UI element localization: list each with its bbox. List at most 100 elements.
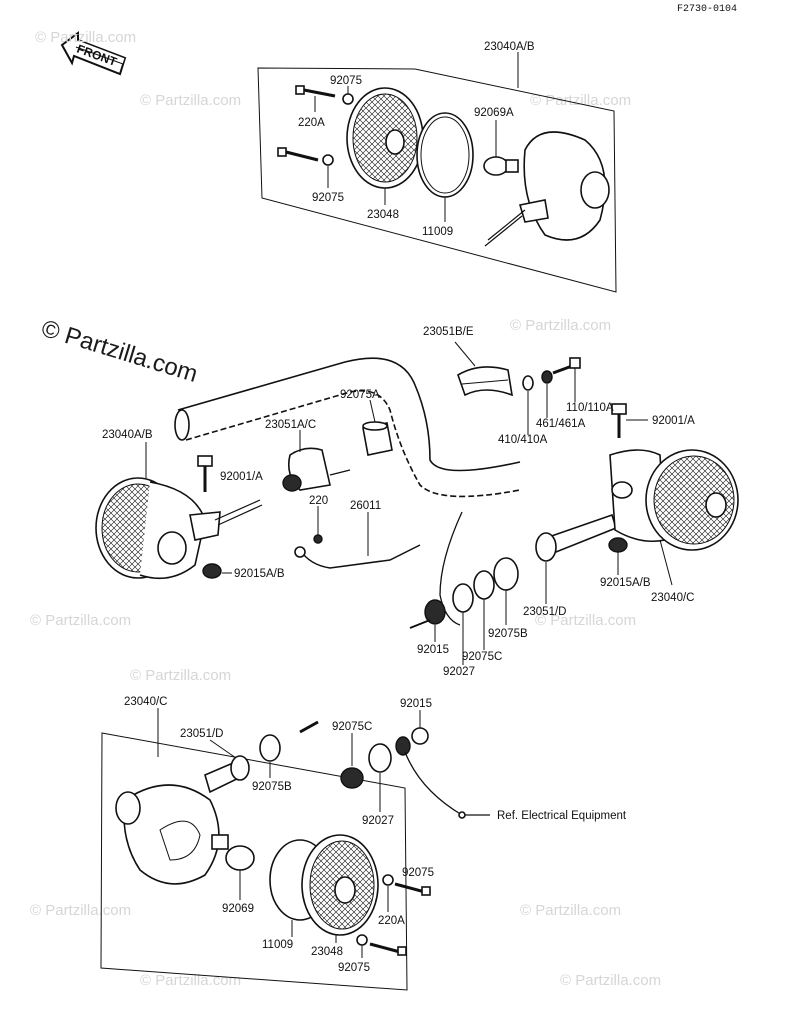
wire-icon	[439, 511, 463, 626]
part-label-92069a: 92069A	[474, 107, 514, 119]
nut-icon	[342, 93, 354, 105]
watermark-text: © Partzilla.com	[510, 317, 611, 334]
nut-icon	[608, 537, 628, 553]
wire-icon	[214, 499, 263, 526]
watermark-main: © Partzilla.com	[38, 315, 201, 388]
bolt-icon	[394, 882, 431, 896]
part-label-23048: 23048	[311, 946, 343, 958]
grommet-icon	[473, 570, 495, 600]
part-label-23040ab: 23040A/B	[484, 41, 535, 53]
grommet-icon	[493, 557, 519, 591]
part-label-26011: 26011	[350, 500, 381, 512]
bolt-icon	[277, 147, 319, 162]
part-label-92075: 92075	[312, 192, 344, 204]
nut-icon	[411, 727, 429, 745]
part-label-92069: 92069	[222, 903, 254, 915]
washer-icon	[541, 370, 553, 384]
part-label-11009: 11009	[262, 939, 293, 951]
watermark-text: © Partzilla.com	[30, 902, 131, 919]
watermark-text: © Partzilla.com	[130, 667, 231, 684]
part-label-23048: 23048	[367, 209, 399, 221]
nut-icon	[356, 934, 368, 946]
front-arrow-icon	[60, 31, 127, 76]
gasket-icon	[416, 112, 474, 198]
bolt-icon	[295, 85, 336, 98]
bulb-icon	[483, 156, 519, 176]
washer-icon	[522, 375, 534, 391]
part-label-92075: 92075	[330, 75, 362, 87]
part-label-11009: 11009	[422, 226, 453, 238]
nut-icon	[322, 154, 334, 166]
lens-icon	[301, 834, 379, 936]
screw-icon	[313, 534, 323, 544]
middle-assembly	[95, 341, 739, 665]
bulb-icon	[211, 834, 255, 871]
part-label-92027: 92027	[362, 815, 394, 827]
part-label-92075b: 92075B	[252, 781, 292, 793]
bolt-icon	[369, 942, 407, 956]
part-label-220a: 220A	[378, 915, 405, 927]
ref-note: Ref. Electrical Equipment	[497, 810, 627, 822]
housing-icon	[484, 131, 610, 247]
part-label-92075: 92075	[338, 962, 370, 974]
watermark-text: © Partzilla.com	[35, 29, 136, 46]
harness-icon	[299, 544, 421, 569]
bolt-icon	[611, 403, 627, 438]
nut-icon	[424, 599, 446, 625]
washer-icon	[368, 743, 392, 773]
grommet-icon	[259, 734, 281, 762]
grommet-icon	[340, 767, 364, 789]
lens-icon	[346, 87, 424, 189]
bottom-assembly	[100, 708, 490, 991]
top-assembly	[257, 52, 617, 293]
washer-icon	[452, 583, 474, 613]
nut-icon	[395, 736, 411, 756]
part-label-410-410a: 410/410A	[498, 434, 548, 446]
part-label-92075a: 92075A	[340, 389, 380, 401]
part-label-92015ab: 92015A/B	[600, 577, 651, 589]
part-label-220a: 220A	[298, 117, 325, 129]
part-label-92027: 92027	[443, 666, 475, 678]
watermark-text: © Partzilla.com	[530, 92, 631, 109]
handlebar-end-icon	[174, 409, 190, 441]
part-label-23051d: 23051/D	[523, 606, 566, 618]
part-label-92015: 92015	[400, 698, 432, 710]
wire-end-icon	[299, 720, 319, 734]
turn-signal-right-icon	[609, 449, 739, 551]
turn-signal-left-icon	[95, 477, 221, 580]
watermark-text: © Partzilla.com	[520, 902, 621, 919]
bolt-icon	[197, 455, 213, 492]
nut-icon	[202, 563, 222, 579]
part-label-92075b: 92075B	[488, 628, 528, 640]
housing-icon	[115, 784, 220, 885]
part-label-92075c: 92075C	[462, 651, 502, 663]
part-label-23051be: 23051B/E	[423, 326, 474, 338]
stem-icon	[535, 513, 617, 562]
stem-icon	[204, 755, 250, 794]
bolt-icon	[552, 357, 581, 375]
part-label-23040ab: 23040A/B	[102, 429, 153, 441]
watermark-text: © Partzilla.com	[535, 612, 636, 629]
part-label-92001a: 92001/A	[220, 471, 263, 483]
part-label-461-461a: 461/461A	[536, 418, 586, 430]
watermark-text: © Partzilla.com	[30, 612, 131, 629]
part-label-92075c: 92075C	[332, 721, 372, 733]
part-label-92015ab: 92015A/B	[234, 568, 285, 580]
part-label-92001a: 92001/A	[652, 415, 695, 427]
part-label-220: 220	[309, 495, 328, 507]
part-label-23040c: 23040/C	[651, 592, 694, 604]
part-label-23051ac: 23051A/C	[265, 419, 316, 431]
part-label-23051d: 23051/D	[180, 728, 223, 740]
part-label-92015: 92015	[417, 644, 449, 656]
part-label-110-110a: 110/110A	[566, 402, 614, 414]
nut-icon	[382, 874, 394, 886]
clamp-icon	[282, 447, 351, 492]
wire-icon	[404, 751, 490, 816]
spacer-icon	[362, 421, 393, 456]
part-label-23040c: 23040/C	[124, 696, 167, 708]
watermark-text: © Partzilla.com	[140, 92, 241, 109]
figure-code: F2730-0104	[677, 4, 737, 15]
part-label-92075: 92075	[402, 867, 434, 879]
clamp-icon	[457, 366, 514, 397]
